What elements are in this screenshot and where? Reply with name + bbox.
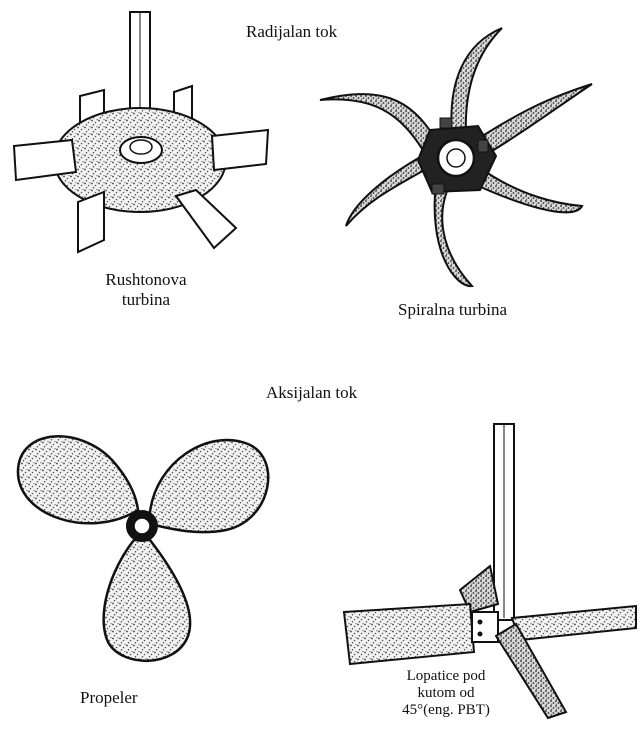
rushton-blade-right (212, 130, 268, 170)
spiral-turbine-label: Spiralna turbina (398, 300, 507, 320)
spiral-turbine-drawing (320, 28, 592, 286)
propeller-blade-bottom (104, 540, 190, 661)
pbt-hub (472, 612, 498, 642)
rushton-blade-front-left (78, 192, 104, 252)
rushton-turbine-drawing (14, 12, 268, 252)
rushton-turbine-label: Rushtonova turbina (86, 270, 206, 310)
propeller-label: Propeler (80, 688, 138, 708)
spiral-blade-6 (346, 156, 428, 226)
propeller-blade-right (150, 440, 268, 532)
pbt-label: Lopatice pod kutom od 45°(eng. PBT) (388, 668, 504, 719)
spiral-blade-5 (435, 182, 472, 286)
spiral-blade-2 (451, 28, 502, 136)
rushton-blade-left (14, 140, 76, 180)
rushton-label-line1: Rushtonova (86, 270, 206, 290)
pbt-blade-right (512, 606, 636, 640)
axial-flow-heading: Aksijalan tok (266, 383, 357, 403)
spiral-blade-4 (474, 168, 582, 212)
rushton-blade-front-right (176, 190, 236, 248)
pbt-label-line1: Lopatice pod (388, 668, 504, 685)
spiral-blade-3 (476, 84, 592, 156)
rushton-label-line2: turbina (86, 290, 206, 310)
propeller-blade-left (18, 436, 138, 523)
radial-flow-heading: Radijalan tok (246, 22, 337, 42)
propeller-drawing (18, 436, 268, 660)
pbt-label-line2: kutom od (388, 685, 504, 702)
pbt-blade-left (344, 604, 474, 664)
spiral-blade-1 (320, 94, 436, 152)
pbt-label-line3: 45°(eng. PBT) (388, 702, 504, 719)
